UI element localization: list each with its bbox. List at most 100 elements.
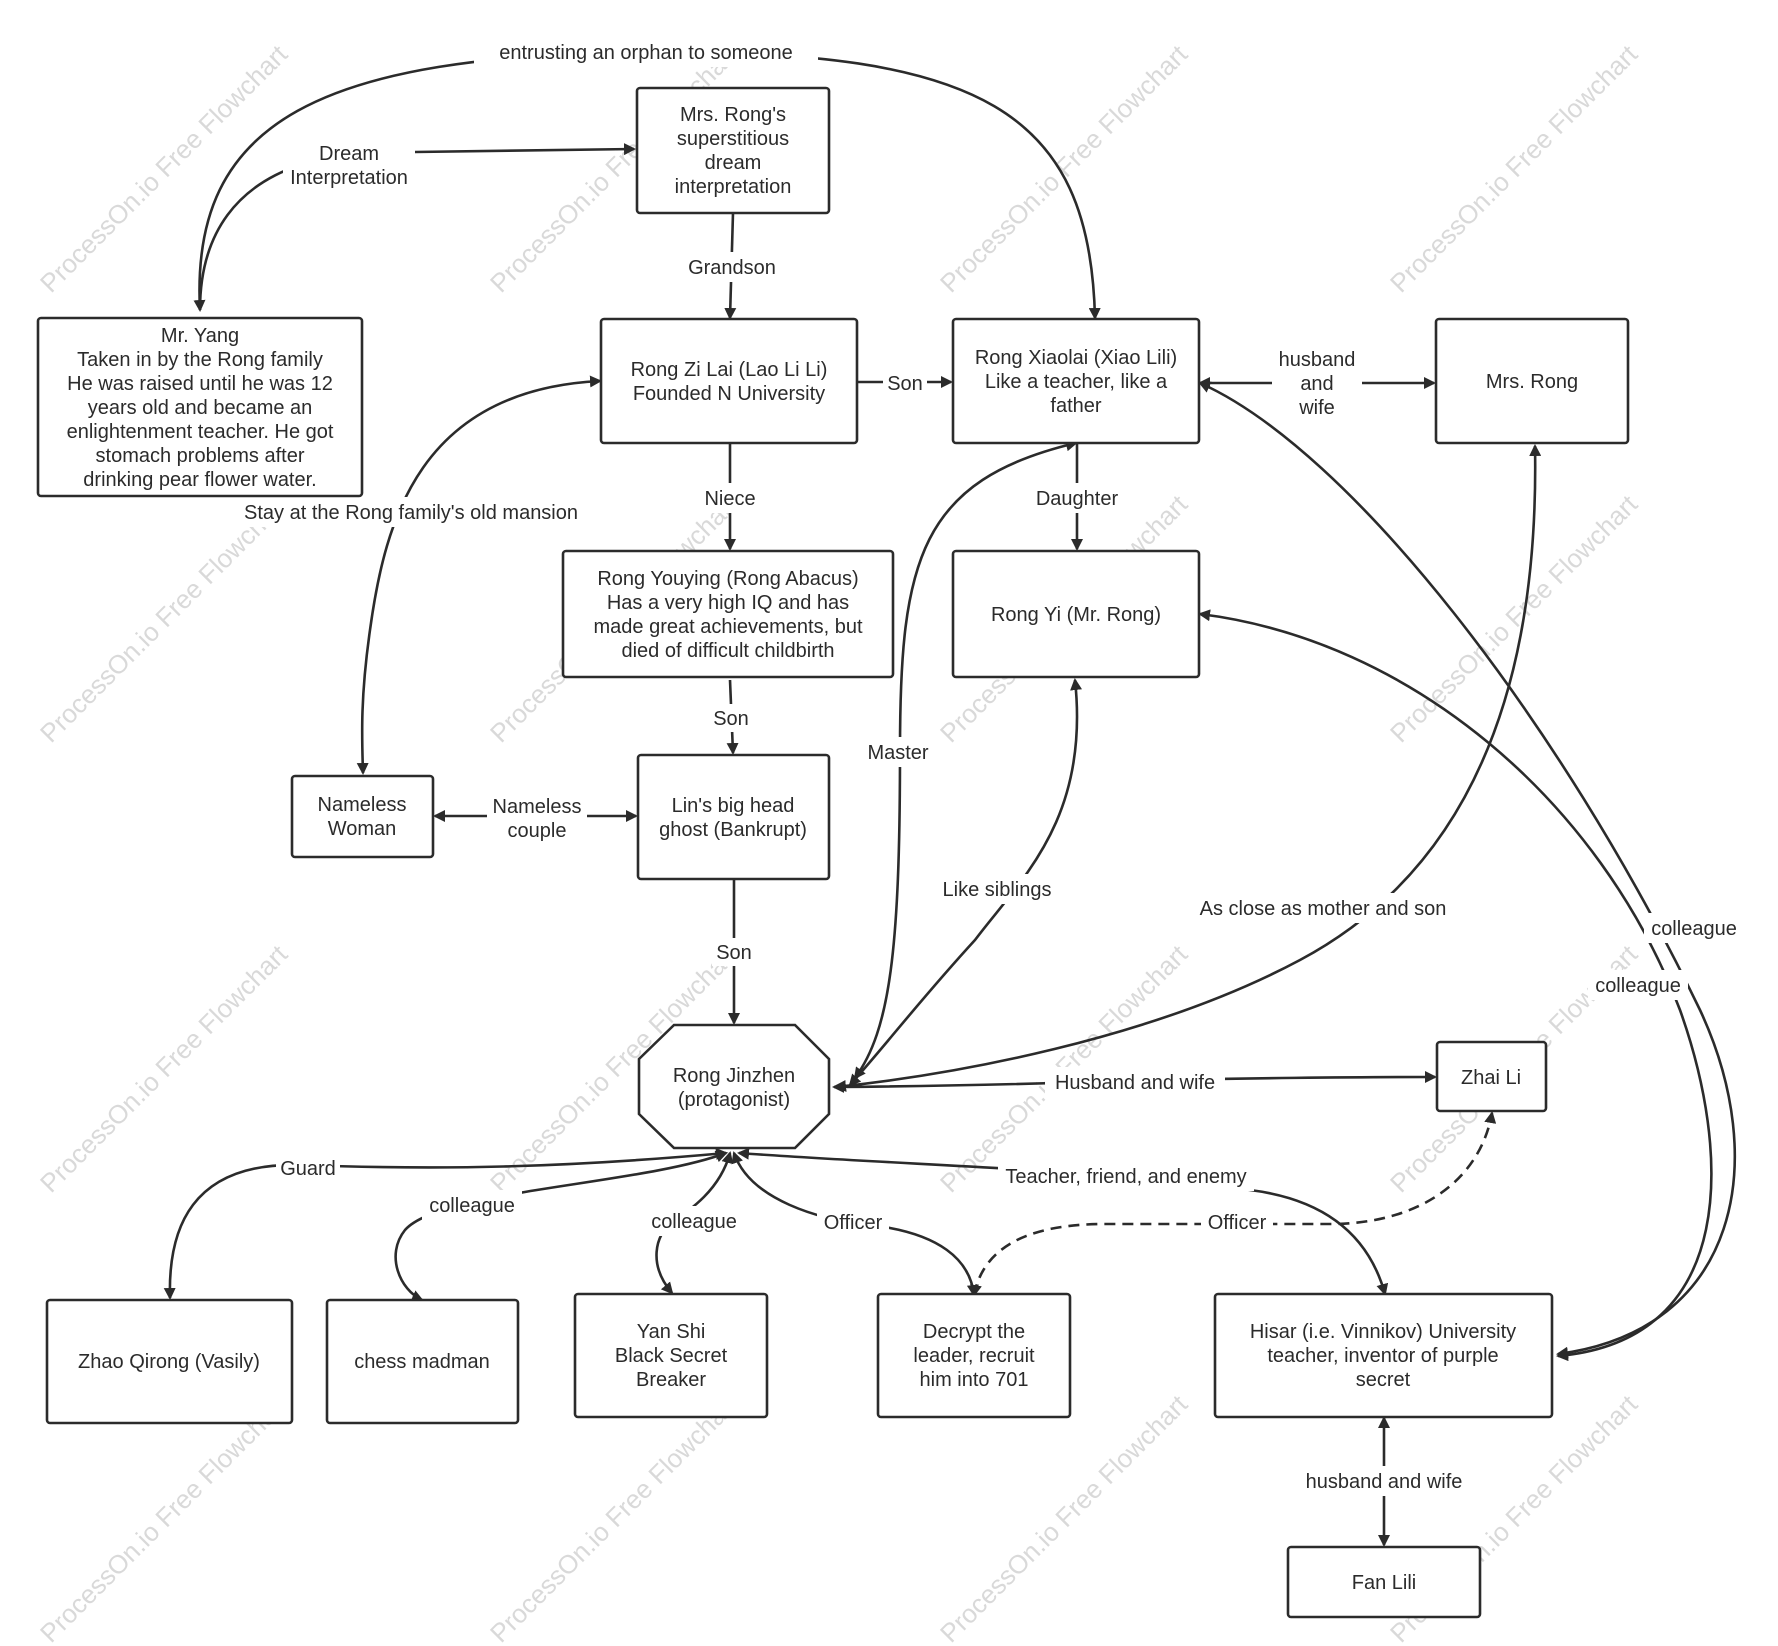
node-zhao-qirong[interactable]: Zhao Qirong (Vasily) (45, 1298, 294, 1425)
edge-label-grandson: Grandson (680, 252, 784, 282)
svg-text:entrusting an orphan to someon: entrusting an orphan to someone (499, 42, 793, 64)
edge-stay-mansion (356, 375, 602, 775)
svg-text:Grandson: Grandson (688, 257, 776, 279)
svg-text:Son: Son (887, 373, 923, 395)
text-line: Son (716, 942, 752, 964)
text-line: Teacher, friend, and enemy (1005, 1166, 1246, 1188)
text-line: Like a teacher, like a (985, 371, 1168, 393)
text-line: Lin's big head (672, 795, 795, 817)
text-line: Nameless (493, 796, 582, 818)
text-line: Nameless (318, 794, 407, 816)
svg-text:Rong Xiaolai (Xiao Lili)Like a: Rong Xiaolai (Xiao Lili)Like a teacher, … (975, 347, 1177, 417)
edge-guard (163, 1147, 728, 1300)
text-line: Hisar (i.e. Vinnikov) University (1250, 1321, 1516, 1343)
text-line: Taken in by the Rong family (77, 349, 323, 371)
text-line: (protagonist) (678, 1089, 790, 1111)
node-rong-zi-lai[interactable]: Rong Zi Lai (Lao Li Li)Founded N Univers… (599, 317, 859, 445)
text-line: teacher, inventor of purple (1267, 1345, 1498, 1367)
text-line: ghost (Bankrupt) (659, 819, 807, 841)
text-line: and (1300, 373, 1333, 395)
text-line: Guard (280, 1158, 336, 1180)
text-line: Has a very high IQ and has (607, 592, 849, 614)
svg-text:Hisar (i.e. Vinnikov) Universi: Hisar (i.e. Vinnikov) Universityteacher,… (1250, 1321, 1516, 1391)
svg-text:husband and wife: husband and wife (1306, 1471, 1463, 1493)
text-line: couple (508, 820, 567, 842)
text-line: Rong Zi Lai (Lao Li Li) (631, 359, 828, 381)
text-line: Rong Youying (Rong Abacus) (597, 568, 858, 590)
text-line: chess madman (354, 1351, 490, 1373)
text-line: Son (887, 373, 923, 395)
node-mrs-rong[interactable]: Mrs. Rong (1434, 317, 1630, 445)
text-line: entrusting an orphan to someone (499, 42, 793, 64)
edge-label-son-3: Son (712, 938, 756, 966)
text-line: Founded N University (633, 383, 825, 405)
watermark-text: ProcessOn.io Free Flowchart (934, 38, 1194, 298)
edge-label-colleague-yan: colleague (644, 1206, 744, 1236)
text-line: husband (1279, 349, 1356, 371)
watermark-text: ProcessOn.io Free Flowchart (34, 488, 294, 748)
node-rong-jinzhen[interactable]: Rong Jinzhen(protagonist) (637, 1023, 831, 1150)
node-chess-madman[interactable]: chess madman (325, 1298, 520, 1425)
node-zhai-li[interactable]: Zhai Li (1435, 1040, 1548, 1113)
node-rong-youying[interactable]: Rong Youying (Rong Abacus)Has a very hig… (561, 549, 895, 679)
text-line: colleague (651, 1211, 737, 1233)
node-rong-xiaolai[interactable]: Rong Xiaolai (Xiao Lili)Like a teacher, … (951, 317, 1201, 445)
svg-text:Guard: Guard (280, 1158, 336, 1180)
edge-label-teacher-friend-enemy: Teacher, friend, and enemy (998, 1161, 1254, 1191)
text-line: Woman (328, 818, 397, 840)
text-line: Zhao Qirong (Vasily) (78, 1351, 260, 1373)
text-line: Zhai Li (1461, 1067, 1521, 1089)
text-line: Breaker (636, 1369, 706, 1391)
text-line: father (1050, 395, 1101, 417)
text-line: stomach problems after (96, 445, 305, 467)
edge-label-entrusting: entrusting an orphan to someone (474, 37, 818, 67)
edge-label-colleague-near: colleague (1588, 970, 1688, 1000)
edge-label-master: Master (860, 737, 936, 767)
text-line: Officer (824, 1212, 883, 1234)
edge-mother-son (834, 444, 1542, 1092)
text-line: Decrypt the (923, 1321, 1025, 1343)
text-line: Officer (1208, 1212, 1267, 1234)
svg-text:Officer: Officer (1208, 1212, 1267, 1234)
svg-text:Zhai Li: Zhai Li (1461, 1067, 1521, 1089)
text-line: Master (867, 742, 928, 764)
svg-text:Master: Master (867, 742, 928, 764)
edge-label-colleague-far: colleague (1644, 913, 1744, 943)
svg-text:Mrs. Rong: Mrs. Rong (1486, 371, 1578, 393)
svg-text:Zhao Qirong (Vasily): Zhao Qirong (Vasily) (78, 1351, 260, 1373)
text-line: superstitious (677, 128, 789, 150)
edge-officer-2 (970, 1111, 1497, 1297)
text-line: Interpretation (290, 167, 408, 189)
text-line: enlightenment teacher. He got (67, 421, 334, 443)
text-line: him into 701 (920, 1369, 1029, 1391)
svg-text:Rong Yi (Mr. Rong): Rong Yi (Mr. Rong) (991, 604, 1161, 626)
text-line: Grandson (688, 257, 776, 279)
watermark-text: ProcessOn.io Free Flowchart (1384, 38, 1644, 298)
node-fan-lili[interactable]: Fan Lili (1286, 1545, 1482, 1619)
watermark-text: ProcessOn.io Free Flowchart (34, 1388, 294, 1646)
text-line: colleague (1595, 975, 1681, 997)
text-line: Niece (704, 488, 755, 510)
text-line: Rong Jinzhen (673, 1065, 795, 1087)
text-line: secret (1356, 1369, 1411, 1391)
edge-label-niece: Niece (698, 483, 762, 513)
text-line: Mr. Yang (161, 325, 239, 347)
svg-text:Niece: Niece (704, 488, 755, 510)
node-rong-yi[interactable]: Rong Yi (Mr. Rong) (951, 549, 1201, 679)
svg-text:As close as mother and son: As close as mother and son (1200, 898, 1447, 920)
edge-dream-interpretation (198, 149, 634, 311)
edge-label-daughter: Daughter (1027, 483, 1127, 513)
